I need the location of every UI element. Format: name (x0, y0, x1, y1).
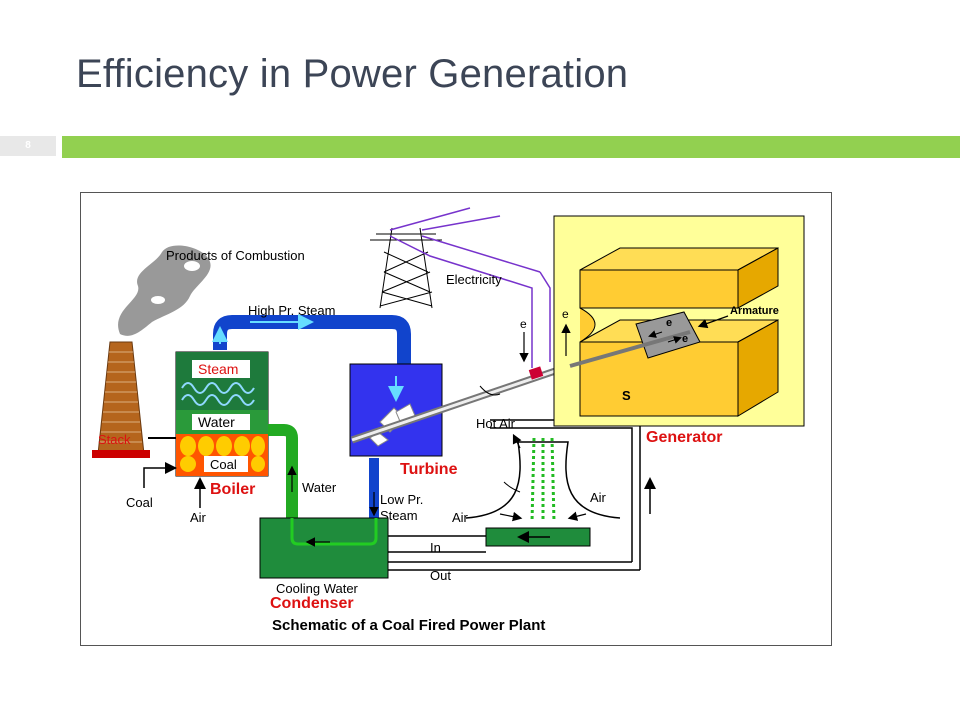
transmission-tower (370, 227, 442, 309)
label-high-pr-steam: High Pr. Steam (248, 303, 335, 318)
cooling-tower (465, 433, 621, 523)
label-condenser: Condenser (270, 595, 354, 612)
power-lines (389, 207, 551, 368)
water-return-pipe (268, 424, 298, 518)
label-air-input: Air (190, 510, 207, 525)
label-coal-input: Coal (126, 495, 153, 510)
label-air-right: Air (590, 490, 607, 505)
label-cooling-water: Cooling Water (276, 581, 359, 596)
label-stack: Stack (98, 432, 131, 447)
label-turbine: Turbine (400, 461, 458, 478)
label-low-pr-1: Low Pr. (380, 492, 423, 507)
accent-bar (62, 136, 960, 158)
steam-pipe (212, 314, 411, 364)
slide-title: Efficiency in Power Generation (76, 52, 629, 96)
label-e-wire: e (520, 317, 527, 331)
label-steam: Steam (198, 361, 238, 377)
label-boiler: Boiler (210, 481, 255, 498)
turbine (349, 363, 443, 457)
label-products-of-combustion: Products of Combustion (166, 248, 305, 263)
stack-chimney (92, 341, 176, 458)
label-generator: Generator (646, 429, 722, 446)
label-air-left: Air (452, 510, 469, 525)
diagram-caption: Schematic of a Coal Fired Power Plant (272, 617, 545, 634)
label-hot-air: Hot Air (476, 416, 516, 431)
smoke-plume (118, 245, 211, 336)
label-water-return: Water (302, 480, 337, 495)
label-e-wire-2: e (562, 307, 569, 321)
boiler (175, 351, 269, 477)
label-electricity: Electricity (446, 272, 502, 287)
label-water-boiler: Water (198, 414, 235, 430)
label-pole-s: S (622, 388, 631, 403)
label-out: Out (430, 568, 451, 583)
label-e-arm-2: e (682, 333, 688, 345)
label-low-pr-2: Steam (380, 508, 418, 523)
generator (553, 215, 805, 427)
power-plant-diagram: Stack Steam Water Coal Boiler Coal Air H… (80, 192, 832, 646)
label-coal-boiler: Coal (210, 457, 237, 472)
condenser (259, 517, 389, 579)
slide-number: 8 (25, 140, 31, 151)
label-armature: Armature (730, 305, 779, 317)
label-in: In (430, 540, 441, 555)
label-e-arm-1: e (666, 317, 672, 329)
slide-number-box (0, 136, 56, 156)
